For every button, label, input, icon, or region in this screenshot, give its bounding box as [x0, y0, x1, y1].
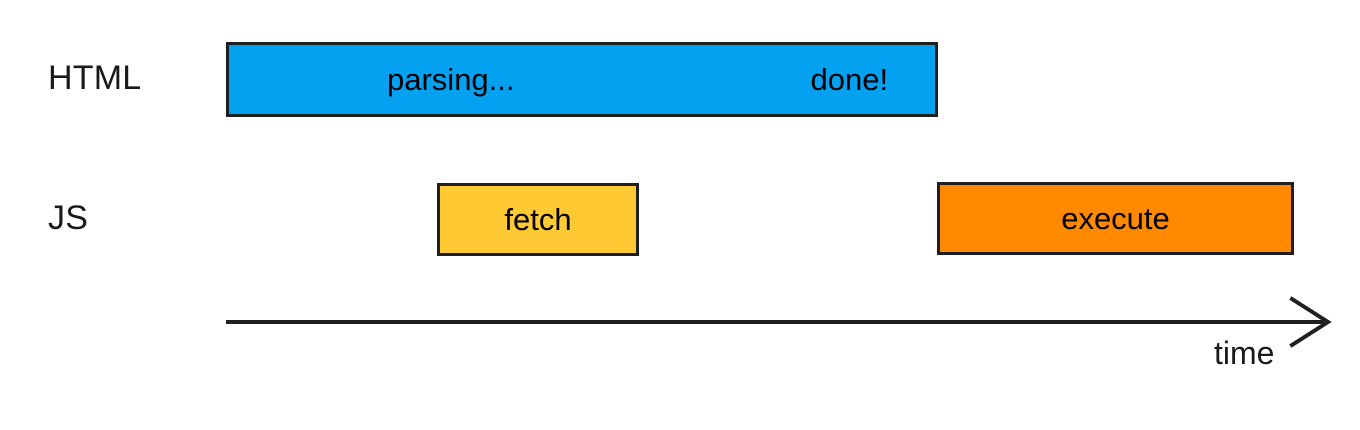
bar-html-parsing-start-label: parsing...	[387, 62, 515, 97]
bar-html-parsing-end-label: done!	[810, 62, 889, 97]
bar-js-fetch: fetch	[437, 183, 639, 256]
bar-html-parsing: parsing... done!	[226, 42, 938, 117]
bar-js-fetch-label: fetch	[504, 202, 572, 237]
row-label-js: JS	[48, 199, 89, 237]
time-axis-line	[226, 320, 1326, 324]
time-axis-label: time	[1214, 335, 1275, 371]
bar-js-execute-label: execute	[1061, 201, 1170, 236]
row-label-html: HTML	[48, 59, 142, 97]
bar-js-execute: execute	[937, 182, 1294, 255]
arrow-right-icon	[1288, 296, 1332, 348]
